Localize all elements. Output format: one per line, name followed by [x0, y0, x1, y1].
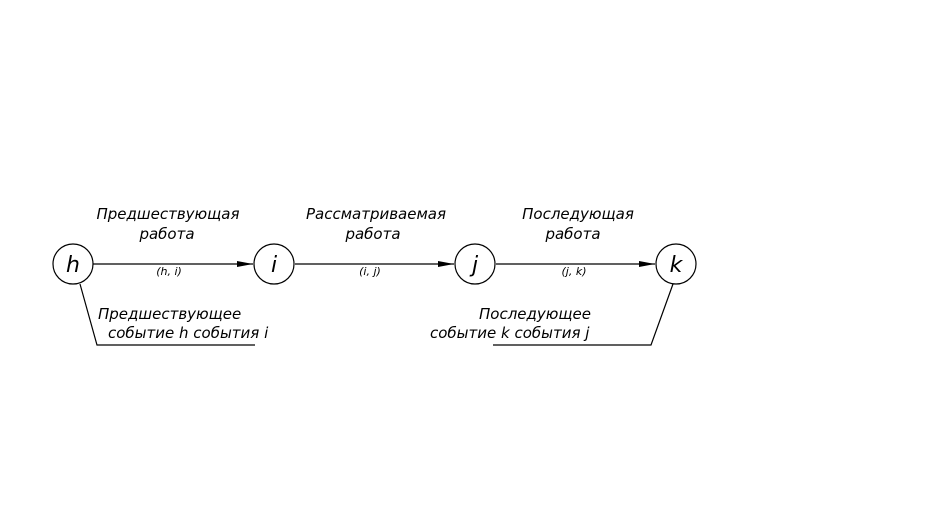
node-k-label: k	[670, 253, 684, 278]
node-i: i	[253, 243, 295, 285]
node-i-label: i	[271, 253, 277, 278]
leader-left	[79, 283, 255, 346]
work-2-pair: (i, j)	[359, 265, 381, 278]
leader-right	[493, 283, 674, 346]
node-j: j	[454, 243, 496, 285]
event-left-line2: событие h события i	[108, 324, 269, 342]
work-1-title: Предшествующая	[96, 205, 239, 223]
event-right-line1: Последующее	[479, 305, 591, 323]
work-2-title: Рассматриваемая	[306, 205, 446, 223]
node-h-label: h	[66, 253, 80, 278]
event-right-line2: событие k события j	[430, 324, 590, 342]
work-3-subtitle: работа	[544, 225, 600, 243]
work-1-subtitle: работа	[138, 225, 194, 243]
event-left-line1: Предшествующее	[98, 305, 241, 323]
work-3-title: Последующая	[522, 205, 634, 223]
work-2-subtitle: работа	[344, 225, 400, 243]
node-k: k	[655, 243, 697, 285]
work-3-pair: (j, k)	[561, 265, 586, 278]
node-j-label: j	[469, 253, 479, 278]
work-1-pair: (h, i)	[156, 265, 182, 278]
node-h: h	[52, 243, 94, 285]
